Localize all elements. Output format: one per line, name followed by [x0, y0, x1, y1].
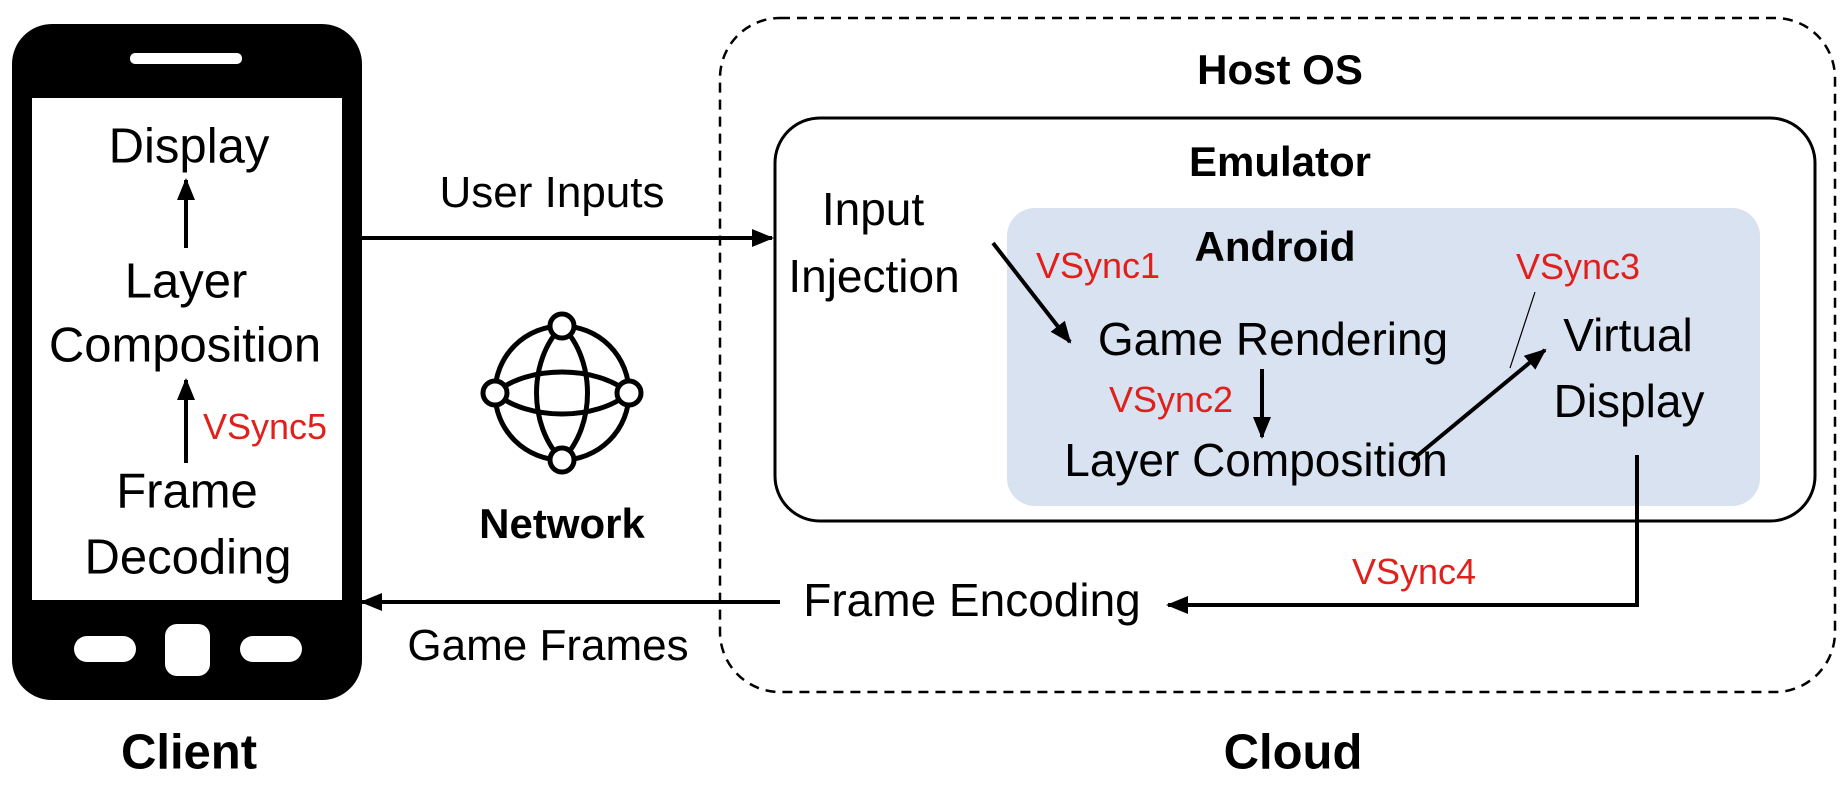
cloud-title: Cloud — [1223, 725, 1363, 780]
game-frames-label: Game Frames — [407, 620, 689, 670]
input-label: Input — [821, 182, 925, 235]
game-rendering-label: Game Rendering — [1097, 312, 1449, 365]
vsync3-leader-line — [1509, 291, 1536, 369]
vsync1-label: VSync1 — [1036, 245, 1161, 286]
arrow-virtual-display-to-encoding — [1166, 455, 1639, 614]
client-composition-label: Composition — [48, 318, 322, 373]
client-title: Client — [120, 725, 258, 780]
android-title: Android — [1194, 222, 1356, 270]
android-box — [1007, 208, 1760, 506]
display-label: Display — [1553, 374, 1705, 427]
vsync4-label: VSync4 — [1352, 551, 1477, 592]
vsync3-label: VSync3 — [1516, 246, 1641, 287]
client-decoding-label: Decoding — [84, 530, 292, 585]
virtual-label: Virtual — [1563, 308, 1693, 361]
network-globe-icon — [480, 311, 644, 475]
user-inputs-label: User Inputs — [439, 167, 665, 217]
vsync5-label: VSync5 — [203, 406, 328, 447]
emulator-title: Emulator — [1188, 137, 1372, 185]
host-os-title: Host OS — [1197, 45, 1363, 93]
vsync2-label: VSync2 — [1109, 379, 1234, 420]
arrow-composition-to-virtual-display — [1410, 348, 1547, 462]
client-layer-label: Layer — [124, 254, 248, 309]
injection-label: Injection — [788, 249, 960, 302]
network-label: Network — [479, 499, 645, 547]
arrow-injection-to-rendering — [991, 241, 1072, 344]
layer-composition-label: Layer Composition — [1064, 433, 1448, 486]
frame-encoding-label: Frame Encoding — [803, 573, 1141, 626]
client-frame-label: Frame — [116, 464, 258, 519]
mobile-phone-icon — [12, 24, 362, 700]
host-os-box — [718, 16, 1837, 694]
client-display-label: Display — [108, 119, 270, 174]
emulator-box — [773, 116, 1817, 523]
